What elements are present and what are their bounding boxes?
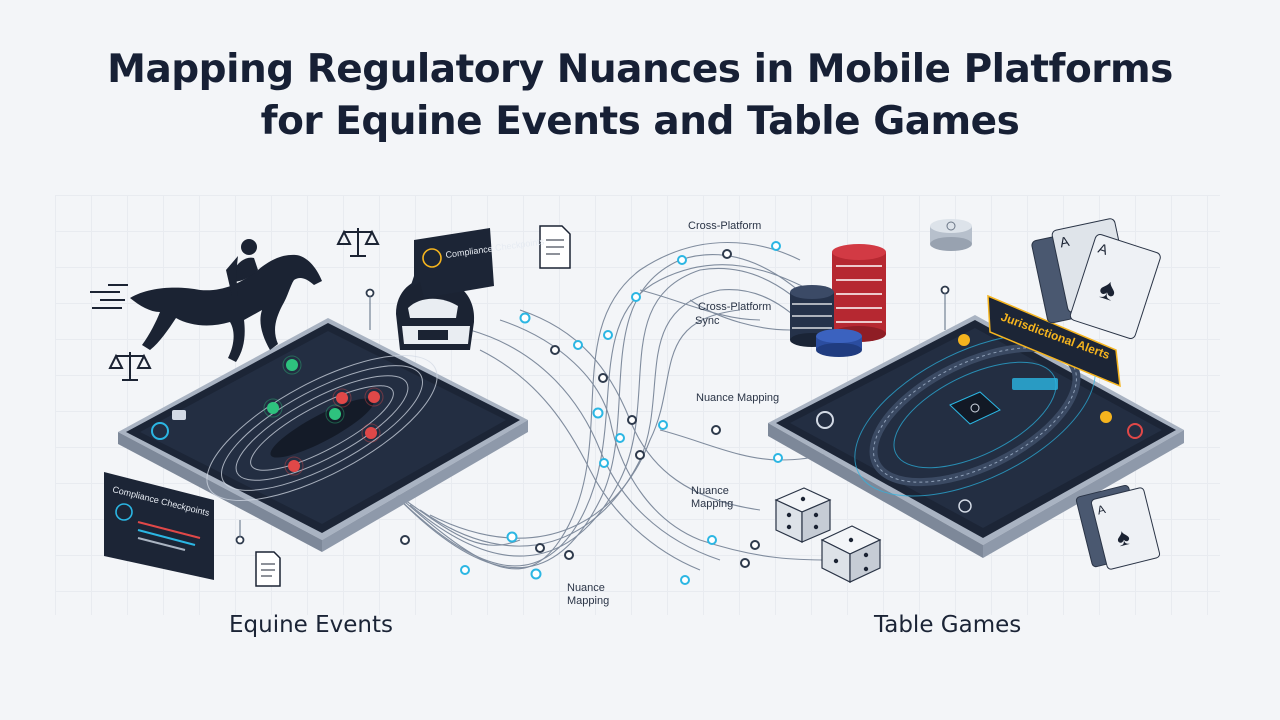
- page-title: Mapping Regulatory Nuances in Mobile Pla…: [0, 44, 1280, 148]
- status-pin-green: [282, 355, 302, 375]
- compliance-callout-side: Compliance Checkpoints: [104, 472, 214, 580]
- network-node: [773, 453, 783, 463]
- section-label-table-games: Table Games: [874, 612, 1022, 638]
- title-line-1: Mapping Regulatory Nuances in Mobile Pla…: [107, 47, 1173, 92]
- table-center-card: [949, 391, 1001, 425]
- status-pins: [263, 355, 384, 476]
- network-node: [599, 458, 609, 468]
- tablet-home-button-icon: [151, 422, 169, 440]
- label-nuance-mapping-mid-2: Mapping: [691, 498, 733, 510]
- svg-text:A: A: [1058, 233, 1071, 251]
- chip-stack-red: [832, 244, 886, 342]
- network-node: [677, 255, 687, 265]
- status-pin-green: [325, 404, 345, 424]
- network-node: [658, 420, 668, 430]
- label-cross-platform: Cross-Platform: [688, 220, 761, 232]
- network-node: [573, 340, 583, 350]
- network-node: [603, 330, 613, 340]
- alert-pin: [958, 334, 970, 346]
- network-node: [592, 407, 604, 419]
- status-pin-red: [364, 387, 384, 407]
- tablet-home-button-icon: [816, 411, 834, 429]
- network-node: [530, 568, 542, 580]
- status-pin-red: [361, 423, 381, 443]
- checkpoint-icon: [422, 248, 442, 268]
- connector-ticks: [239, 293, 946, 537]
- network-node: [750, 540, 760, 550]
- network-node: [598, 373, 608, 383]
- network-node: [771, 241, 781, 251]
- chip-stack-silver: [930, 219, 972, 251]
- motion-lines: [90, 284, 128, 309]
- scales-icon: [336, 228, 380, 257]
- network-node: [940, 285, 950, 295]
- status-pin-red: [284, 456, 304, 476]
- label-nuance-mapping-right: Nuance Mapping: [696, 392, 779, 404]
- network-node: [707, 535, 717, 545]
- network-node: [722, 249, 732, 259]
- die-1: [774, 487, 832, 543]
- checkpoint-icon: [115, 503, 133, 521]
- playing-cards-icon: A A ♠: [1031, 218, 1161, 339]
- race-track: [206, 354, 438, 502]
- scales-icon: [108, 352, 152, 381]
- network-node: [550, 345, 560, 355]
- track-infield: [270, 398, 374, 458]
- label-cross-platform-sync-2: Sync: [695, 315, 720, 327]
- network-node: [400, 535, 410, 545]
- document-icon: [255, 551, 281, 587]
- network-node: [740, 558, 750, 568]
- dice-icon: [774, 487, 882, 583]
- network-labels: Cross-Platform Cross-Platform Sync Nuanc…: [567, 220, 779, 607]
- alert-pin: [1100, 411, 1112, 423]
- document-icon: [539, 225, 571, 269]
- label-nuance-mapping-bottom-2: Mapping: [567, 595, 609, 607]
- label-cross-platform-sync-1: Cross-Platform: [698, 301, 771, 313]
- jockey-icon: [396, 277, 475, 350]
- network-node: [627, 415, 637, 425]
- network-node: [615, 433, 625, 443]
- network-node: [235, 535, 245, 545]
- network-nodes: [235, 241, 950, 585]
- compliance-callout-top: Compliance Checkpoints: [410, 228, 545, 298]
- network-node: [519, 312, 531, 324]
- network-node: [535, 543, 545, 553]
- title-line-2: for Equine Events and Table Games: [260, 99, 1020, 144]
- label-nuance-mapping-mid-1: Nuance: [691, 485, 729, 497]
- chip-stack-blue: [816, 329, 862, 357]
- network-node: [365, 288, 375, 298]
- right-tablet: [768, 315, 1184, 558]
- network-node: [635, 450, 645, 460]
- network-node: [460, 565, 470, 575]
- left-tablet: [118, 318, 528, 552]
- odds-readout: [1012, 378, 1058, 390]
- network-node: [506, 531, 518, 543]
- tablet-control-icon: [958, 499, 972, 513]
- section-label-equine-events: Equine Events: [229, 612, 394, 638]
- network-node: [680, 575, 690, 585]
- die-2: [820, 525, 882, 583]
- label-nuance-mapping-bottom-1: Nuance: [567, 582, 605, 594]
- network-node: [631, 292, 641, 302]
- network-lines: [359, 241, 861, 571]
- tablet-menu-icon: [172, 410, 186, 420]
- tablet-alert-icon: [1127, 423, 1143, 439]
- network-node: [564, 550, 574, 560]
- svg-text:A: A: [1096, 502, 1107, 518]
- horse-rider-icon: [130, 239, 322, 362]
- status-pin-green: [263, 398, 283, 418]
- network-node: [711, 425, 721, 435]
- playing-cards-icon: A ♠: [1075, 484, 1161, 570]
- poker-chips-icon: [790, 219, 972, 357]
- status-pin-red: [332, 388, 352, 408]
